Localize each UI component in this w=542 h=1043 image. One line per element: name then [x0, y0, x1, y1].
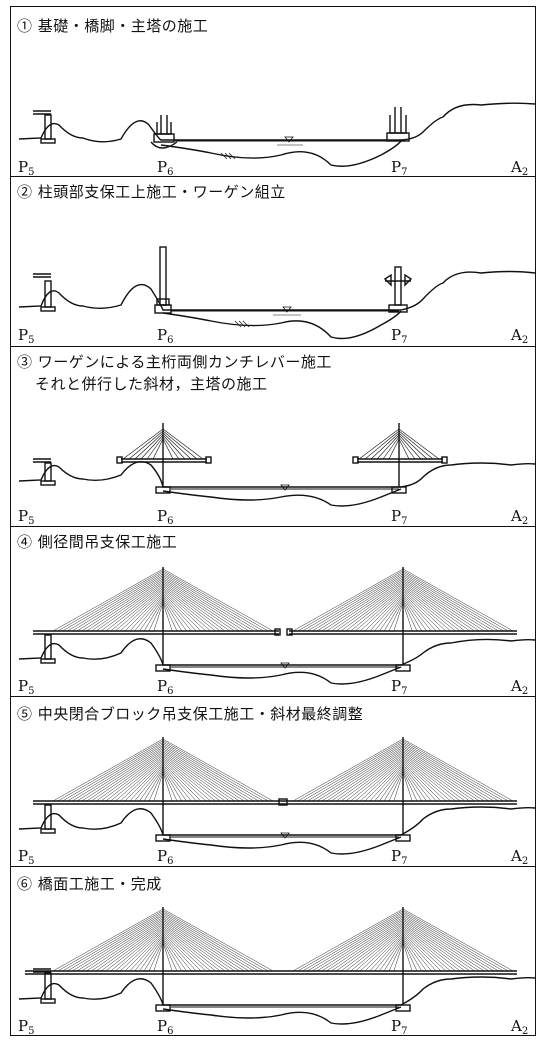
- construction-steps-figure: ① 基礎・橋脚・主塔の施工: [10, 6, 536, 1037]
- step-3-panel: ③ ワーゲンによる主桁両側カンチレバー施工それと併行した斜材，主塔の施工: [11, 347, 535, 527]
- step-5-title: ⑤ 中央閉合ブロック吊支保工施工・斜材最終調整: [17, 705, 364, 723]
- step-4-title: ④ 側径間吊支保工施工: [17, 533, 178, 551]
- step-6-diagram: [18, 907, 535, 1025]
- step-6-title: ⑥ 橋面工施工・完成: [17, 875, 162, 893]
- pier-label-p7: P7: [391, 507, 408, 527]
- pier-label-p6: P6: [157, 326, 174, 346]
- step-4-diagram: [18, 567, 535, 685]
- pier-label-p5: P5: [18, 507, 35, 527]
- pier-label-p5: P5: [18, 326, 35, 346]
- abutment-label-a2: A2: [511, 677, 529, 697]
- pier-label-p5: P5: [18, 847, 35, 867]
- step-1-diagram: [18, 102, 535, 167]
- pier-label-p5: P5: [18, 677, 35, 697]
- pier-label-p7: P7: [391, 847, 408, 867]
- step-5-panel: ⑤ 中央閉合ブロック吊支保工施工・斜材最終調整 P5 P6: [11, 697, 535, 867]
- step-6-panel: ⑥ 橋面工施工・完成 P5 P6 P7 A2: [11, 867, 535, 1037]
- abutment-label-a2: A2: [511, 158, 529, 178]
- step-4-panel: ④ 側径間吊支保工施工 P5 P6: [11, 527, 535, 697]
- step-2-diagram: [18, 246, 535, 340]
- abutment-label-a2: A2: [511, 326, 529, 346]
- pier-label-p5: P5: [18, 1017, 35, 1037]
- abutment-label-a2: A2: [511, 1017, 529, 1037]
- step-1-panel: ① 基礎・橋脚・主塔の施工: [11, 7, 535, 178]
- abutment-label-a2: A2: [511, 847, 529, 867]
- pier-label-p7: P7: [391, 1017, 408, 1037]
- pier-label-p7: P7: [391, 158, 408, 178]
- pier-label-p6: P6: [157, 847, 174, 867]
- pier-label-p7: P7: [391, 677, 408, 697]
- step-3-diagram: [18, 423, 535, 507]
- abutment-label-a2: A2: [511, 507, 529, 527]
- step-5-diagram: [18, 737, 535, 855]
- step-2-title: ② 柱頭部支保工上施工・ワーゲン組立: [17, 183, 286, 201]
- pier-label-p6: P6: [157, 158, 174, 178]
- pier-label-p6: P6: [157, 1017, 174, 1037]
- pier-label-p5: P5: [18, 158, 35, 178]
- step-1-title: ① 基礎・橋脚・主塔の施工: [17, 17, 209, 35]
- pier-label-p7: P7: [391, 326, 408, 346]
- step-2-panel: ② 柱頭部支保工上施工・ワーゲン組立: [11, 177, 535, 347]
- pier-label-p6: P6: [157, 677, 174, 697]
- pier-label-p6: P6: [157, 507, 174, 527]
- step-3-title: ③ ワーゲンによる主桁両側カンチレバー施工それと併行した斜材，主塔の施工: [17, 353, 332, 393]
